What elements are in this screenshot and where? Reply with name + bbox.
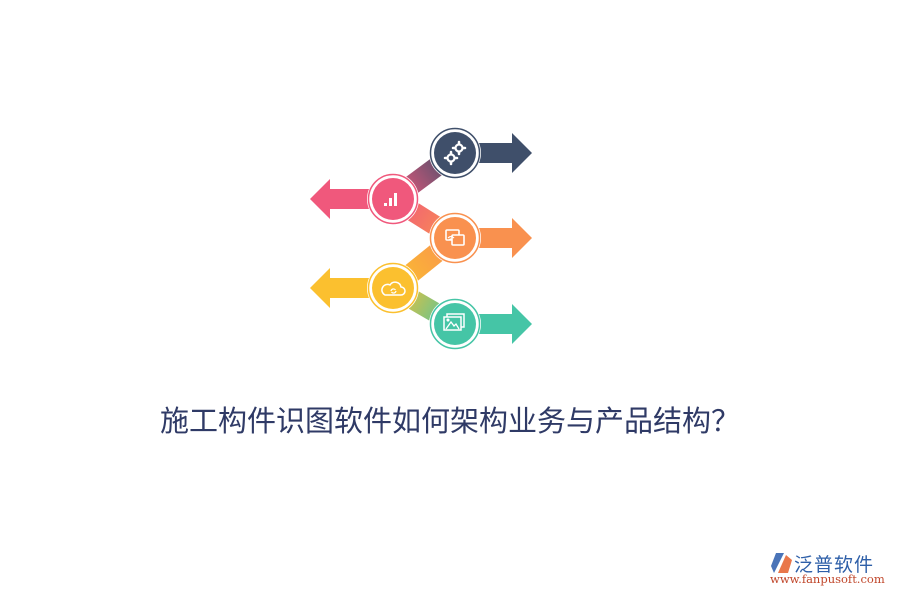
cloud-sync-icon: [381, 281, 406, 296]
step-5-arrow: [429, 298, 532, 350]
logo-mark-icon: [771, 553, 792, 573]
logo-name: 泛普软件: [794, 554, 875, 576]
gears-icon: [443, 140, 467, 166]
step-1-arrow: [429, 127, 532, 179]
step-3-arrow: [429, 212, 532, 264]
image-gallery-icon: [443, 313, 465, 331]
bar-chart-icon: [384, 193, 397, 206]
step-4-arrow: [310, 262, 419, 314]
logo-url: www.fanpusoft.com: [770, 572, 885, 586]
brand-logo: 泛普软件 www.fanpusoft.com: [768, 552, 896, 592]
screen-cast-icon: [445, 229, 465, 246]
step-2-arrow: [310, 173, 419, 225]
page-title: 施工构件识图软件如何架构业务与产品结构？: [159, 404, 740, 438]
